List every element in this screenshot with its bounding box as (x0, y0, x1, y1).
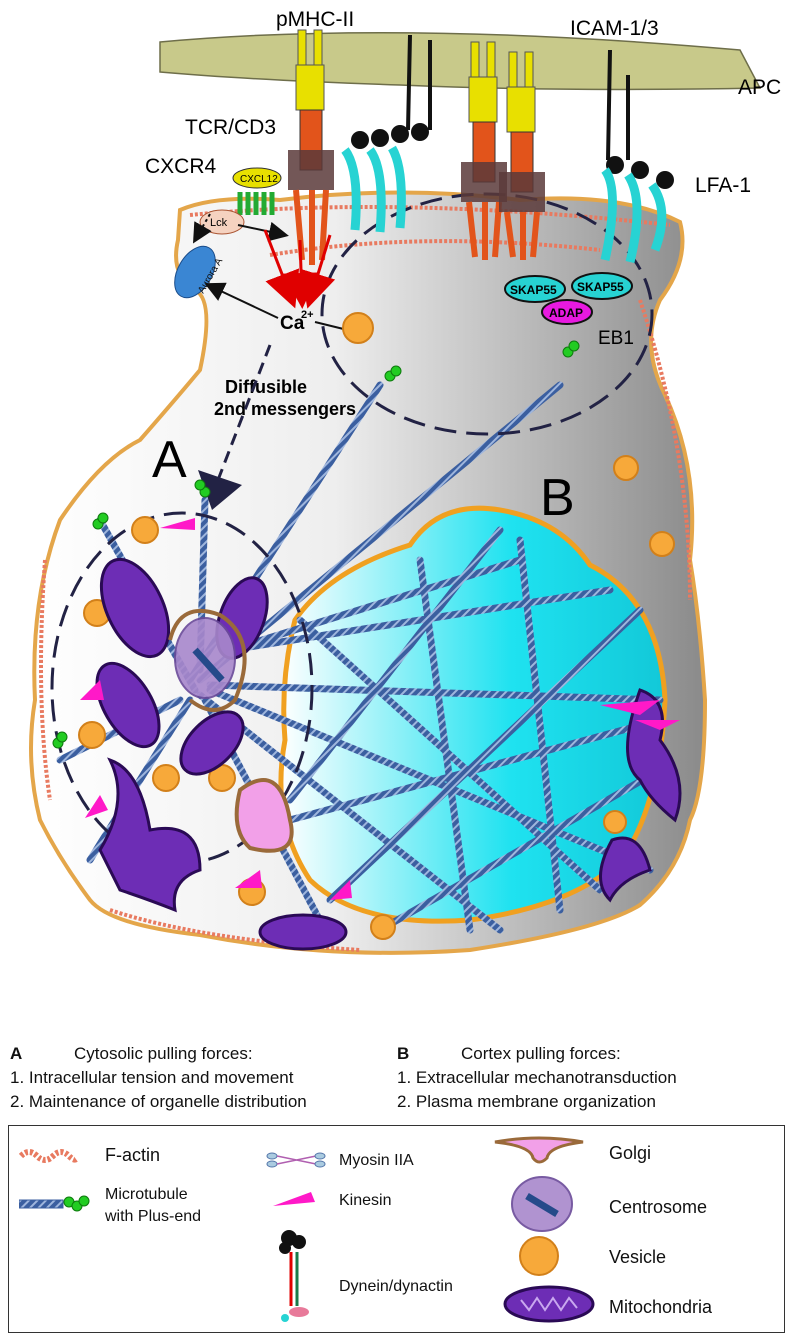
skap55-right (571, 272, 633, 300)
section-a-letter: A (10, 1044, 23, 1063)
pmhc-label: pMHC-II (276, 8, 354, 31)
icam-label: ICAM-1/3 (570, 17, 659, 40)
legend-golgi: Golgi (609, 1143, 652, 1163)
tcr-label: TCR/CD3 (185, 116, 276, 139)
dynein-dynactin-icon (279, 1230, 309, 1322)
kinesin-icon (273, 1192, 315, 1206)
calcium-label: Ca (280, 313, 305, 334)
section-a-item-1: 1. Intracellular tension and movement (10, 1068, 294, 1087)
skap55-right-label: SKAP55 (577, 280, 624, 294)
section-a-title: Cytosolic pulling forces: (74, 1044, 253, 1063)
legend-myosin: Myosin IIA (339, 1152, 414, 1169)
calcium-superscript: 2+ (301, 309, 314, 321)
f-actin-icon (19, 1149, 79, 1163)
legend-box: F-actin Microtubule with Plus-end Myosin… (8, 1125, 785, 1333)
diffusible-label: Diffusible (225, 377, 307, 397)
centrosome-icon (511, 1176, 573, 1232)
skap55-left (504, 275, 566, 303)
legend-factin: F-actin (105, 1145, 161, 1165)
legend-microtubule-line1: Microtubule (105, 1186, 188, 1203)
legend-dynein: Dynein/dynactin (339, 1278, 453, 1295)
cxcr4-label: CXCR4 (145, 155, 217, 178)
region-a-label: A (152, 431, 187, 489)
cxcl12-ligand (232, 167, 282, 189)
apc-label: APC (738, 76, 781, 99)
section-b: B Cortex pulling forces: 1. Extracellular… (397, 1042, 677, 1114)
legend-microtubule: Microtubule with Plus-end (105, 1184, 201, 1228)
section-a-item-2: 2. Maintenance of organelle distribution (10, 1092, 307, 1111)
vesicles (78, 312, 675, 940)
adap-label: ADAP (549, 306, 583, 320)
section-b-letter: B (397, 1044, 410, 1063)
skap55-left-label: SKAP55 (510, 283, 557, 297)
legend-vesicle: Vesicle (609, 1247, 667, 1267)
legend-microtubule-line2: with Plus-end (105, 1208, 202, 1225)
legend-centrosome: Centrosome (609, 1197, 708, 1217)
eb1-label: EB1 (598, 328, 634, 349)
apc-membrane (159, 31, 762, 91)
microtubule-plus-ends (52, 340, 580, 749)
golgi-apparatus (168, 609, 294, 853)
tcr-complexes (288, 29, 545, 265)
section-b-title: Cortex pulling forces: (461, 1044, 621, 1063)
cxcr4-receptor (237, 192, 275, 215)
region-b-label: B (540, 469, 575, 527)
second-messengers-label: 2nd messengers (214, 399, 356, 419)
lfa1-icam-complexes (341, 34, 674, 264)
legend-mitochondria: Mitochondria (609, 1297, 713, 1317)
lck-label: Lck (210, 217, 228, 229)
kinesin-motors (80, 518, 680, 900)
adap (541, 299, 593, 325)
section-b-item-2: 2. Plasma membrane organization (397, 1092, 656, 1111)
section-a: A Cytosolic pulling forces: 1. Intracellu… (10, 1042, 307, 1114)
legend-kinesin: Kinesin (339, 1192, 392, 1209)
section-b-item-1: 1. Extracellular mechanotransduction (397, 1068, 677, 1087)
cxcl12-label: CXCL12 (240, 174, 278, 185)
vesicle-icon (519, 1236, 559, 1276)
myosin-icon (266, 1152, 326, 1168)
immune-synapse-diagram: APC A B (29, 8, 781, 955)
lfa1-label: LFA-1 (695, 174, 751, 197)
centriole (192, 647, 225, 683)
golgi-icon (494, 1136, 584, 1164)
mitochondria-icon (503, 1285, 595, 1323)
microtubule-plus-end-icon (19, 1195, 90, 1212)
